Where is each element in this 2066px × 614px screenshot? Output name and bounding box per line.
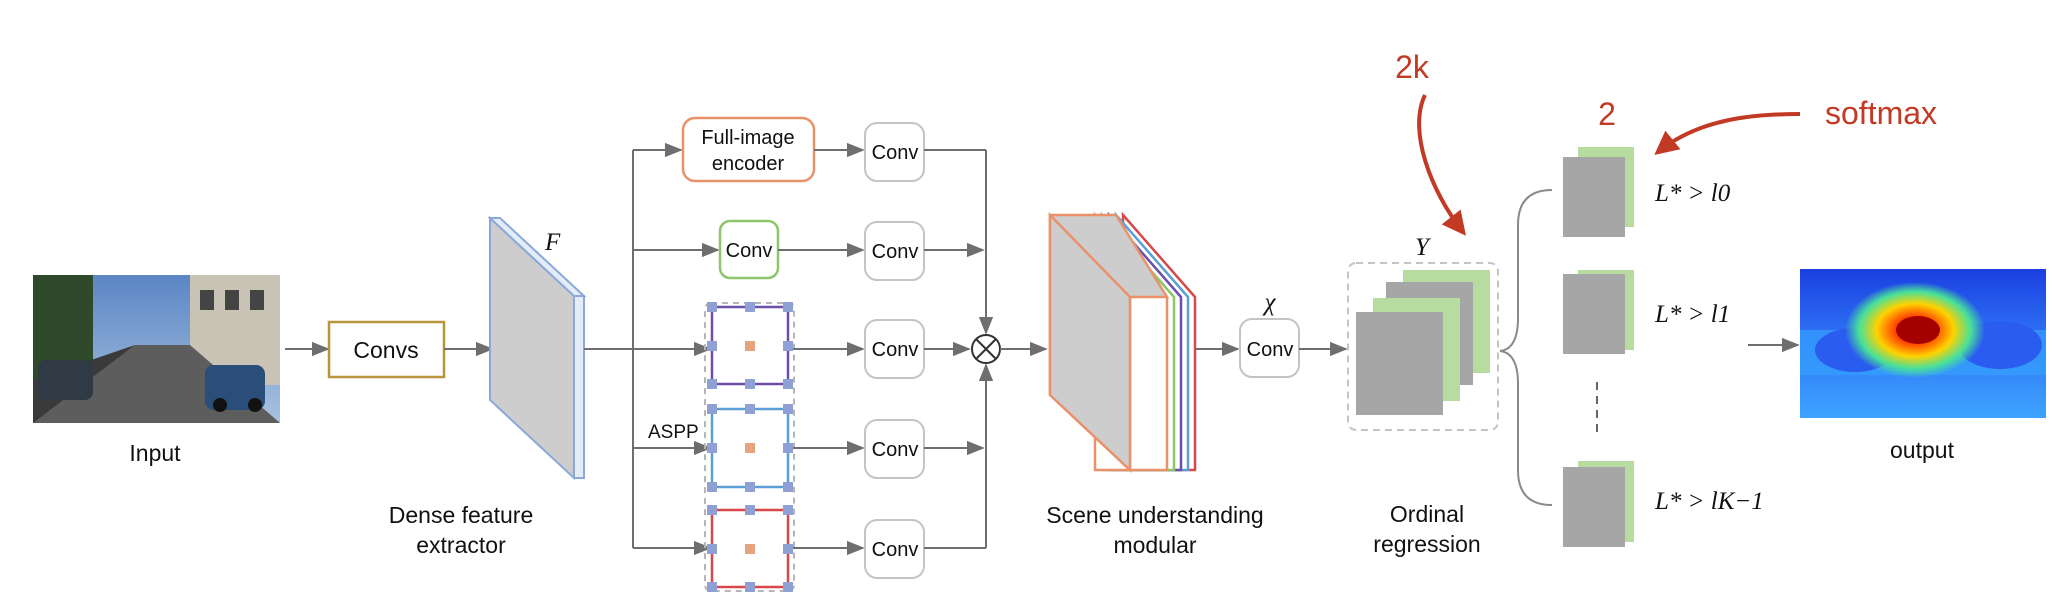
y-symbol: Y [1415, 234, 1432, 261]
ordinal-feature-maps [1356, 270, 1490, 415]
conv-chi-label: Conv [1247, 339, 1294, 361]
annotation-2k-arrow [1417, 94, 1466, 236]
dense-feature-label-line1: Dense feature [389, 502, 533, 528]
conv-label-1: Conv [872, 142, 919, 164]
chi-symbol: χ [1263, 289, 1277, 316]
conv-green-label: Conv [726, 240, 773, 262]
conv-label-5: Conv [872, 539, 919, 561]
full-image-label-line2: encoder [712, 153, 785, 175]
feature-map-slab [487, 215, 587, 481]
input-street-image [33, 275, 280, 423]
output-depth-map [1800, 269, 2046, 418]
annotation-softmax: softmax [1825, 95, 1937, 131]
output-label: output [1890, 437, 1955, 463]
label-map-k [1563, 461, 1634, 547]
condition-0: L* > l0 [1654, 180, 1731, 207]
label-map-1 [1563, 270, 1634, 354]
aspp-rate-box-purple [707, 302, 793, 389]
aspp-label: ASPP [648, 422, 699, 443]
concat-operator-icon [971, 334, 1001, 364]
merge-connectors [924, 149, 994, 549]
aspp-rate-box-blue [707, 404, 793, 492]
scene-understanding-stack [1048, 211, 1197, 473]
ordinal-label-line1: Ordinal [1390, 501, 1464, 527]
aspp-rate-box-red [707, 505, 793, 592]
scene-label-line2: modular [1113, 532, 1196, 558]
condition-1: L* > l1 [1654, 301, 1730, 328]
annotation-2k: 2k [1395, 49, 1430, 85]
dense-feature-label-line2: extractor [416, 532, 506, 558]
conv-column [864, 122, 925, 579]
annotation-softmax-arrow [1654, 112, 1801, 156]
convs-label: Convs [353, 337, 418, 363]
ordinal-label-line2: regression [1373, 531, 1480, 557]
ordinal-dashed-box [1347, 262, 1499, 431]
conv-box-1 [864, 122, 925, 182]
convs-box [327, 320, 446, 379]
conv-label-3: Conv [872, 339, 919, 361]
condition-k: L* > lK−1 [1654, 488, 1764, 515]
input-label: Input [129, 440, 181, 466]
feature-symbol: F [544, 229, 561, 256]
branch-connectors [584, 142, 720, 556]
label-map-0 [1563, 147, 1634, 237]
scene-label-line1: Scene understanding [1046, 502, 1263, 528]
annotation-2: 2 [1598, 96, 1616, 132]
full-image-label-line1: Full-image [701, 127, 794, 149]
conv-label-2: Conv [872, 241, 919, 263]
arrows-to-convs [778, 142, 865, 556]
output-brace [1499, 189, 1553, 506]
conv-label-4: Conv [872, 439, 919, 461]
